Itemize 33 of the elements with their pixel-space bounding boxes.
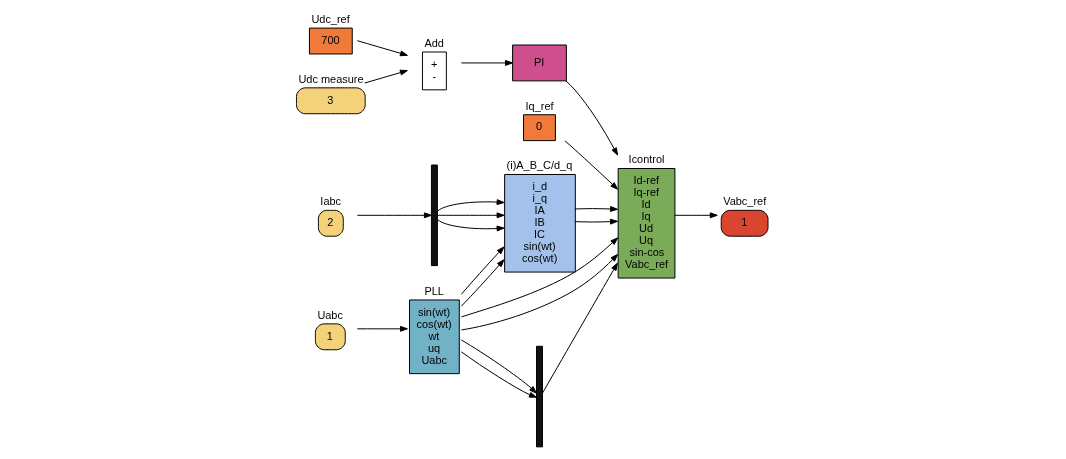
node-label: Icontrol bbox=[628, 153, 664, 166]
node-label: Vabc_ref bbox=[722, 195, 766, 208]
node-box: PI bbox=[511, 44, 567, 82]
node-label: Udc_ref bbox=[310, 12, 350, 25]
arrow bbox=[460, 253, 618, 331]
node-label: (i)A_B_C/d_q bbox=[506, 159, 572, 172]
arrow bbox=[460, 351, 537, 398]
node-bar bbox=[430, 164, 438, 267]
arrow bbox=[460, 259, 504, 307]
arrow bbox=[574, 218, 618, 225]
node-label: Add bbox=[423, 36, 444, 49]
node-label: Iq_ref bbox=[525, 99, 553, 112]
arrow bbox=[460, 246, 504, 295]
arrow bbox=[460, 339, 537, 394]
arrow bbox=[436, 212, 505, 219]
node-label: Udc measure bbox=[297, 72, 364, 85]
arrow bbox=[460, 237, 618, 318]
arrow bbox=[563, 140, 618, 190]
node-label: Uabc bbox=[316, 308, 343, 321]
node-bar bbox=[535, 345, 543, 448]
arrow bbox=[574, 206, 618, 212]
node-label: Iabc bbox=[319, 195, 341, 208]
arrow bbox=[460, 60, 513, 66]
arrow bbox=[564, 80, 618, 156]
arrow bbox=[673, 212, 718, 219]
arrow bbox=[356, 40, 408, 57]
arrow bbox=[356, 212, 432, 219]
arrow bbox=[541, 262, 618, 394]
arrow bbox=[356, 325, 408, 332]
arrow bbox=[363, 69, 408, 84]
arrow bbox=[436, 199, 505, 212]
arrow bbox=[436, 219, 505, 232]
node-label: PLL bbox=[423, 284, 444, 297]
